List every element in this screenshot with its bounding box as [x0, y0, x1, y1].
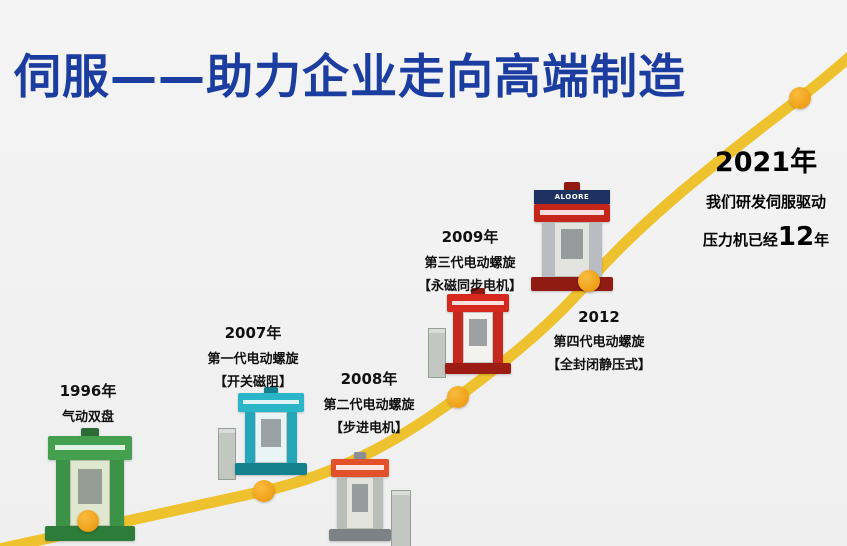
press-head	[331, 458, 389, 478]
press-die	[560, 228, 584, 259]
press-frame	[453, 312, 503, 363]
timeline-dot-2012	[578, 270, 600, 292]
press-die	[77, 468, 103, 505]
press-brand-label: ALOORE	[534, 189, 610, 204]
press-screw	[471, 288, 485, 295]
milestone-2009: 2009年 第三代电动螺旋 【永磁同步电机】	[392, 226, 548, 298]
press-head-stripe	[451, 300, 505, 306]
press-screw	[353, 452, 367, 459]
press-column-right	[590, 221, 603, 277]
milestone-sublabel: 【开关磁阻】	[213, 375, 292, 390]
press-base	[444, 362, 512, 375]
milestone-2012: 2012 第四代电动螺旋 【全封闭静压式】	[522, 308, 676, 377]
press-frame	[244, 411, 298, 464]
milestone-1996: 1996年 气动双盘	[30, 380, 146, 429]
milestone-sublabel: 压力机已经12年	[686, 222, 846, 252]
press-machine-2009	[444, 288, 512, 378]
press-column-left	[336, 477, 347, 530]
press-screw	[563, 182, 581, 190]
press-column-left	[453, 312, 464, 363]
milestone-2021: 2021年 我们研发伺服驱动 压力机已经12年	[686, 140, 846, 252]
press-head-stripe	[243, 400, 299, 405]
control-cabinet-2008	[391, 490, 411, 546]
milestone-label: 第一代电动螺旋	[207, 352, 299, 367]
press-window	[553, 221, 591, 277]
press-frame	[336, 477, 384, 530]
milestone-year: 2008年	[340, 370, 398, 388]
control-cabinet-2007	[218, 428, 236, 480]
press-head-stripe	[54, 444, 126, 451]
press-head	[48, 436, 132, 460]
milestone-label: 第二代电动螺旋	[323, 398, 415, 413]
press-base	[235, 463, 307, 476]
press-head-stripe	[335, 465, 385, 470]
press-column-right	[286, 411, 298, 464]
press-column-left	[56, 459, 70, 526]
timeline-dot-2021	[789, 87, 811, 109]
page-title: 伺服——助力企业走向高端制造	[14, 50, 686, 105]
press-column-right	[373, 477, 384, 530]
press-head	[447, 294, 509, 313]
timeline-dot-2007	[253, 480, 275, 502]
press-column-right	[110, 459, 124, 526]
press-head	[238, 393, 304, 412]
press-machine-2007	[235, 387, 307, 479]
milestone-2008: 2008年 第二代电动螺旋 【步进电机】	[298, 368, 440, 440]
press-head-stripe	[540, 210, 604, 215]
milestone-year: 2009年	[441, 228, 499, 246]
press-base	[44, 525, 136, 542]
milestone-label: 气动双盘	[61, 410, 114, 425]
press-column-left	[541, 221, 554, 277]
press-window	[255, 411, 287, 464]
milestone-year: 2012	[578, 308, 620, 326]
press-machine-2008	[328, 452, 392, 545]
press-window	[463, 312, 493, 363]
milestone-year: 1996年	[59, 382, 117, 400]
press-frame	[541, 221, 603, 277]
press-screw	[80, 428, 100, 437]
timeline-dot-2008	[447, 386, 469, 408]
milestone-sublabel: 【全封闭静压式】	[546, 358, 651, 373]
press-die	[261, 418, 281, 447]
press-window	[346, 477, 374, 530]
years-text-suffix: 年	[814, 231, 830, 249]
milestone-2007: 2007年 第一代电动螺旋 【开关磁阻】	[183, 322, 323, 394]
press-die	[351, 484, 369, 513]
press-die	[469, 319, 487, 347]
milestone-label: 第四代电动螺旋	[553, 335, 645, 350]
milestone-label: 我们研发伺服驱动	[705, 193, 826, 211]
press-column-left	[244, 411, 256, 464]
milestone-sublabel: 【永磁同步电机】	[417, 279, 522, 294]
control-cabinet-2009	[428, 328, 446, 378]
years-text-prefix: 压力机已经	[702, 231, 778, 249]
press-head	[534, 203, 610, 222]
press-screw	[263, 387, 279, 394]
years-count: 12	[777, 222, 815, 252]
milestone-year: 2021年	[714, 147, 818, 178]
press-base	[328, 529, 392, 542]
press-column-right	[492, 312, 503, 363]
milestone-year: 2007年	[224, 324, 282, 342]
timeline-dot-1996	[77, 510, 99, 532]
milestone-sublabel: 【步进电机】	[329, 421, 408, 436]
milestone-label: 第三代电动螺旋	[424, 256, 516, 271]
